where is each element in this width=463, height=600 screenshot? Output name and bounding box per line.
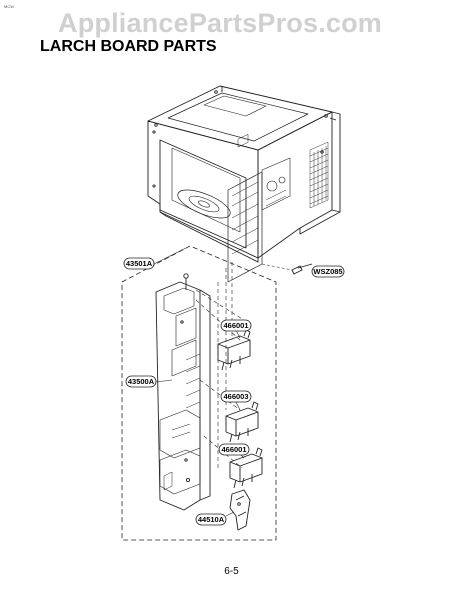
- callout-label-43501A: 43501A: [126, 259, 153, 268]
- callout-466003: 466003: [220, 390, 252, 411]
- screw-WSZ085: [261, 263, 313, 275]
- callout-label-44510A: 44510A: [198, 515, 225, 524]
- page-number: 6-5: [224, 566, 239, 577]
- cavity-assembly: [147, 85, 341, 283]
- callout-label-WSZ085: WSZ085: [313, 267, 342, 276]
- callout-label-43500A: 43500A: [128, 377, 155, 386]
- callout-WSZ085: WSZ085: [311, 265, 345, 278]
- latch-board-part: [155, 273, 211, 511]
- switch-466003: [225, 401, 259, 443]
- callout-43501A: 43501A: [123, 247, 187, 270]
- switch-466001-top: [217, 329, 251, 371]
- corner-code: MCW: [4, 4, 14, 9]
- callout-label-466001-top: 466001: [223, 321, 248, 330]
- callout-466001-bottom: 466001: [218, 443, 250, 459]
- callout-466001-top: 466001: [220, 319, 252, 339]
- callout-44510A: 44510A: [195, 511, 235, 526]
- callout-43500A: 43500A: [125, 375, 173, 388]
- lever-44510A: [229, 489, 251, 531]
- page-title: LARCH BOARD PARTS: [40, 38, 217, 55]
- watermark: AppliancePartsPros.com: [58, 8, 383, 38]
- callout-label-466001-bottom: 466001: [221, 445, 246, 454]
- callout-label-466003: 466003: [223, 392, 248, 401]
- assembly-boundary: [121, 245, 277, 541]
- switch-466001-bottom: [229, 447, 263, 489]
